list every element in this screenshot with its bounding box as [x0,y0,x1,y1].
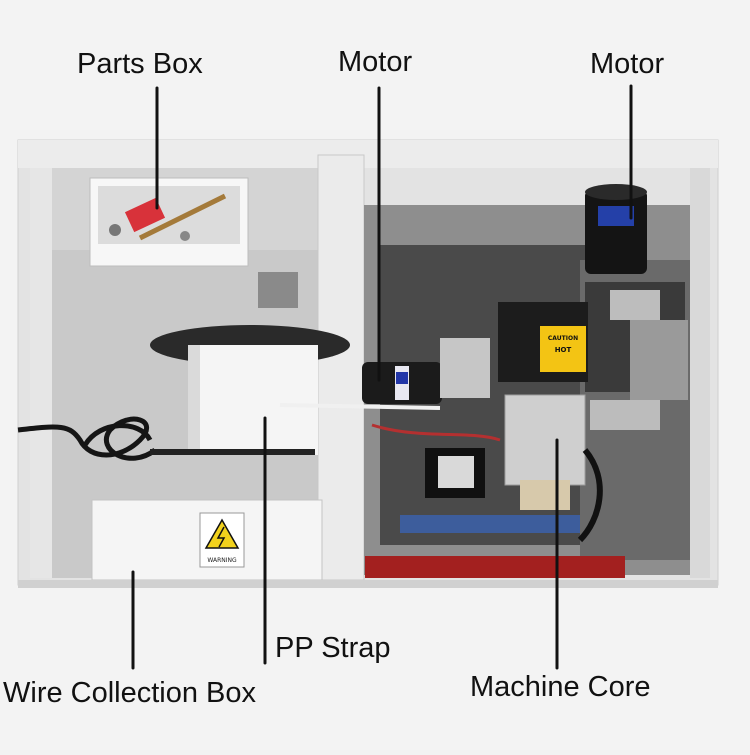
pp-strap-reel [150,272,441,455]
base-red-plate [365,556,625,578]
caution-sticker-title: CAUTION [548,335,578,342]
callout-parts-box: Parts Box [77,48,203,80]
callout-motor-left: Motor [338,46,413,78]
motor-left [362,338,490,404]
motor-right [585,184,688,400]
warning-sticker-text: WARNING [207,557,237,564]
caution-sticker-hot: HOT [555,346,572,354]
wire-collection-box [91,499,323,581]
callout-pp-strap: PP Strap [275,632,391,664]
callout-motor-right: Motor [590,48,665,80]
callout-leaders [131,84,633,670]
machine-core [371,302,660,543]
power-cable [17,416,315,461]
callout-machine-core: Machine Core [470,671,651,703]
parts-box [89,177,249,267]
callout-wire-collection-box: Wire Collection Box [3,677,257,709]
casing-bottom-edge [18,580,718,588]
